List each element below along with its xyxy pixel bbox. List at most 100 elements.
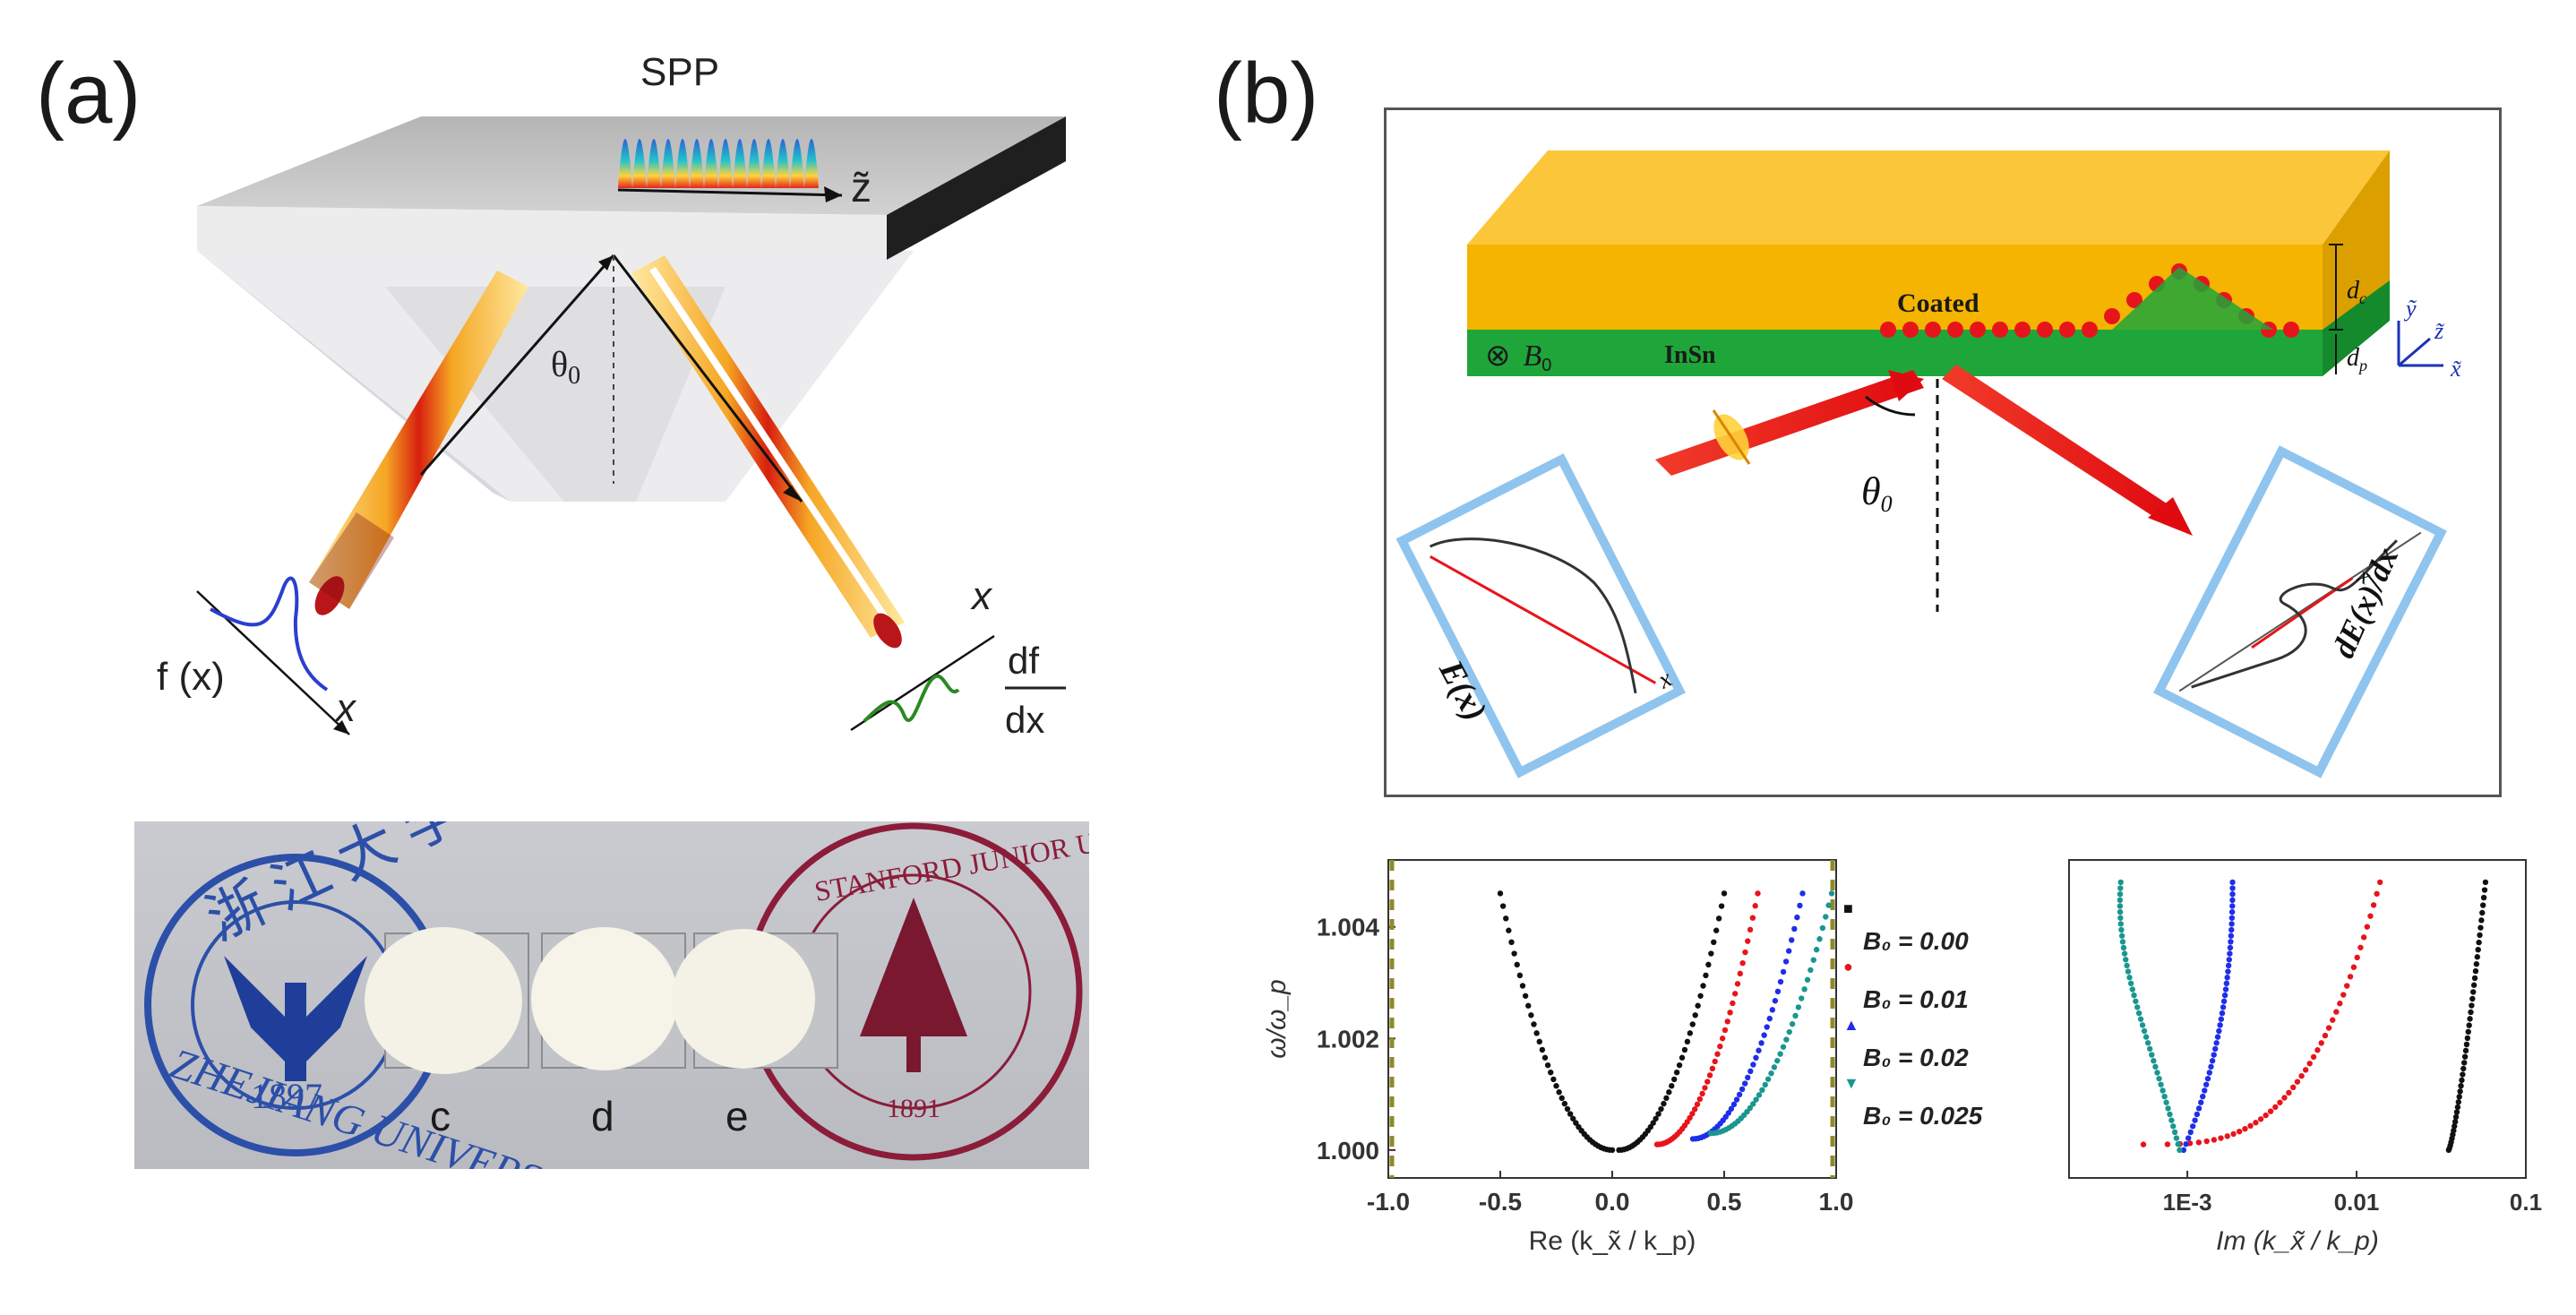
point-b0-002 (2209, 1058, 2216, 1064)
point-b0-001 (1699, 1090, 1705, 1097)
point-b0-001 (2340, 992, 2347, 998)
point-b0-001 (2286, 1089, 2292, 1096)
point-b0-002 (2219, 1010, 2226, 1017)
point-b0-000 (2453, 1109, 2460, 1115)
point-b0-000 (1558, 1095, 1565, 1102)
point-b0-000 (1516, 972, 1524, 979)
point-b0-0025 (2120, 944, 2127, 951)
point-b0-000 (2471, 975, 2478, 982)
point-b0-0025 (2117, 921, 2125, 927)
point-b0-002 (2218, 1016, 2225, 1022)
point-b0-001 (1727, 1010, 1733, 1016)
point-b0-0025 (2167, 1111, 2173, 1118)
point-b0-001 (2350, 964, 2357, 970)
point-b0-000 (1536, 1038, 1542, 1045)
point-b0-001 (2298, 1072, 2305, 1079)
point-b0-001 (1702, 1085, 1708, 1091)
sample-photo: 浙 江 大 学 1897 ZHEJIANG UNIVERSITY STANFOR… (134, 821, 1089, 1169)
point-b0-002 (2200, 1093, 2206, 1100)
point-b0-000 (1522, 993, 1529, 999)
point-b0-000 (1503, 915, 1509, 922)
point-b0-002 (1725, 1110, 1732, 1116)
point-b0-002 (2229, 897, 2236, 904)
point-b0-000 (2476, 939, 2482, 946)
point-b0-000 (1531, 1021, 1537, 1027)
svg-text:ỹ: ỹ (2403, 296, 2417, 322)
point-b0-0025 (2117, 879, 2124, 886)
point-b0-001 (2333, 1009, 2340, 1015)
point-b0-000 (2470, 989, 2477, 995)
insn-label: InSn (1664, 341, 1716, 369)
sample-e (672, 929, 815, 1069)
point-b0-000 (2469, 995, 2476, 1002)
theta-a-label: θ0 (551, 344, 580, 390)
point-b0-002 (1785, 948, 1792, 954)
point-b0-001 (2354, 954, 2360, 961)
axes-triad-icon: x̃ ỹ z̃ (2397, 296, 2462, 382)
point-b0-0025 (1804, 976, 1811, 983)
point-b0-0025 (2165, 1105, 2171, 1112)
point-b0-000 (1692, 1012, 1698, 1018)
point-b0-000 (2480, 902, 2486, 908)
point-b0-001 (1749, 915, 1756, 921)
point-b0-0025 (1774, 1057, 1781, 1064)
point-b0-0025 (2147, 1045, 2153, 1053)
svg-text:x̃: x̃ (2450, 356, 2462, 382)
point-b0-002 (2228, 933, 2235, 939)
point-b0-000 (1508, 939, 1515, 946)
point-b0-002 (2220, 1004, 2227, 1010)
panel-a-schematic: SPP z̃ θ0 f (x) x x df dx (157, 50, 1066, 741)
point-b0-002 (2192, 1117, 2198, 1123)
x-label-left: x (334, 686, 357, 730)
point-b0-000 (1713, 927, 1720, 933)
x-label-right: x (970, 574, 993, 618)
point-b0-0025 (2151, 1058, 2157, 1064)
point-b0-001 (2294, 1079, 2301, 1085)
point-b0-001 (2211, 1137, 2218, 1143)
svg-text:z̃: z̃ (2434, 318, 2445, 344)
point-b0-001 (1694, 1101, 1701, 1107)
point-b0-000 (2454, 1104, 2461, 1111)
point-b0-001 (1724, 1018, 1730, 1025)
point-b0-000 (2461, 1053, 2469, 1060)
point-b0-000 (1715, 915, 1722, 922)
point-b0-0025 (2133, 998, 2139, 1004)
point-b0-002 (1745, 1074, 1751, 1081)
point-b0-000 (2456, 1094, 2462, 1100)
point-b0-002 (2198, 1099, 2204, 1105)
point-b0-002 (2214, 1034, 2221, 1040)
point-b0-001 (2236, 1128, 2243, 1135)
point-b0-000 (1519, 983, 1526, 989)
point-b0-001 (2263, 1112, 2269, 1119)
point-b0-001 (2164, 1141, 2171, 1147)
point-b0-002 (1766, 1015, 1773, 1022)
x-tick-label: 0.1 (2510, 1189, 2542, 1216)
point-b0-000 (1718, 903, 1725, 909)
point-b0-0025 (2160, 1087, 2166, 1094)
point-b0-001 (2330, 1017, 2336, 1023)
point-b0-000 (1658, 1105, 1664, 1113)
panel-b-frame: Coated InSn ⊗B0 dc dp x̃ ỹ z̃ θ0 (1384, 107, 2502, 797)
point-b0-0025 (2117, 885, 2124, 891)
point-b0-001 (1739, 959, 1746, 967)
point-b0-000 (1528, 1012, 1534, 1018)
point-b0-0025 (2177, 1147, 2183, 1154)
point-b0-001 (2360, 934, 2367, 941)
point-b0-000 (1711, 939, 1717, 946)
point-b0-002 (1733, 1096, 1740, 1103)
point-b0-000 (1708, 950, 1714, 957)
point-b0-000 (2473, 961, 2480, 967)
x-tick-label: 0.0 (1595, 1188, 1630, 1216)
point-b0-000 (2464, 1035, 2471, 1042)
point-b0-0025 (1823, 914, 1829, 920)
point-b0-002 (2194, 1111, 2201, 1118)
point-b0-002 (2228, 926, 2235, 933)
point-b0-002 (2227, 950, 2233, 957)
point-b0-000 (1506, 927, 1512, 933)
point-b0-001 (2277, 1099, 2283, 1105)
point-b0-002 (1772, 998, 1779, 1004)
point-b0-001 (2364, 924, 2371, 930)
point-b0-0025 (2129, 986, 2136, 993)
point-b0-001 (1687, 1114, 1693, 1122)
y-tick-label: 1.002 (1317, 1025, 1379, 1053)
